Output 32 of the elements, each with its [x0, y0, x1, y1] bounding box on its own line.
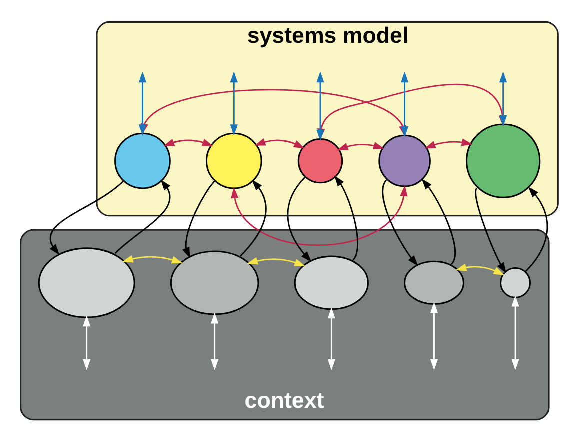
arrow: [525, 186, 548, 272]
node-circle: [298, 138, 344, 184]
node-circle: [114, 132, 171, 190]
node-circle: [378, 134, 431, 188]
arrow: [475, 188, 506, 274]
arrow: [424, 138, 473, 149]
node-circle: [206, 132, 262, 190]
arrow: [83, 316, 91, 370]
node-circle: [500, 267, 531, 298]
arrow: [254, 138, 305, 149]
arrow: [182, 180, 216, 259]
arrow: [287, 176, 312, 262]
arrow: [230, 72, 238, 136]
arrow: [328, 308, 336, 370]
arrow: [164, 138, 214, 146]
arrow: [50, 180, 124, 256]
arrow: [512, 296, 520, 370]
node-ellipse: [404, 260, 464, 306]
arrow: [240, 180, 267, 258]
arrow: [211, 312, 219, 370]
arrow: [422, 178, 456, 266]
arrow: [430, 302, 438, 370]
cluster: systems model: [96, 21, 559, 217]
arrow: [334, 176, 358, 262]
arrow: [382, 180, 418, 266]
arrow: [231, 185, 408, 246]
arrow: [456, 264, 505, 276]
cluster: context: [20, 229, 550, 421]
arrow: [122, 255, 183, 264]
arrow: [246, 257, 306, 266]
arrow: [337, 142, 385, 150]
arrow: [114, 180, 171, 254]
